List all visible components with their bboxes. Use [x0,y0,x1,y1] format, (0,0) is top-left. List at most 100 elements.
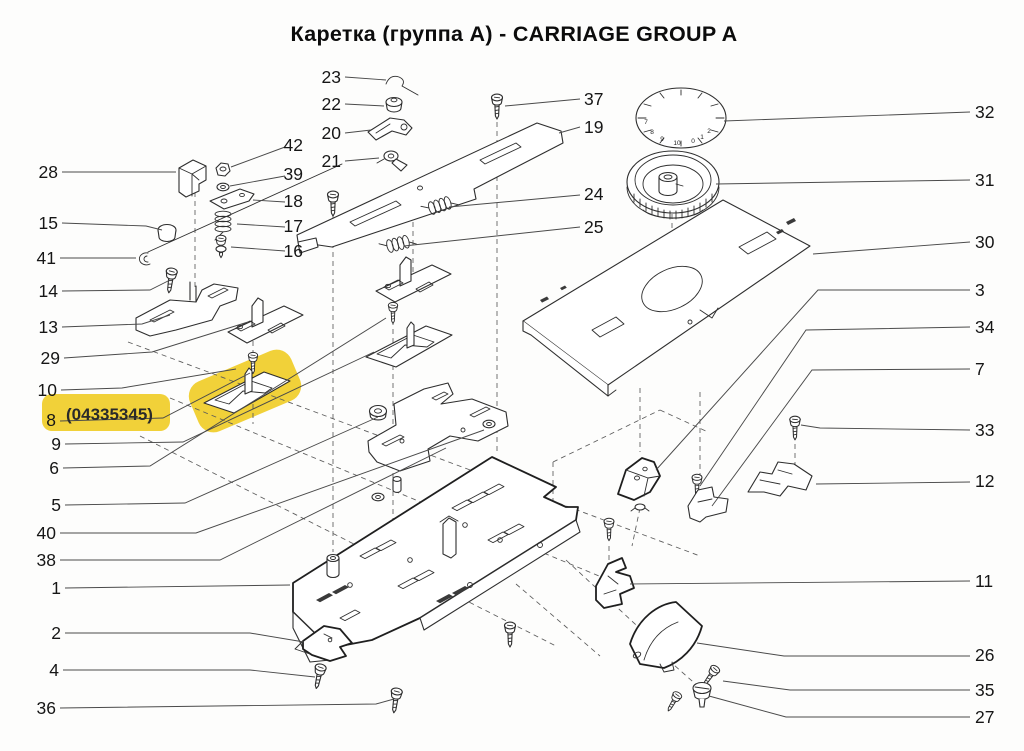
leader-line-9 [64,351,375,445]
callout-11: 11 [975,571,993,591]
part-30-cover [522,199,811,397]
callout-1: 1 [51,578,61,598]
callout-15: 15 [39,213,58,233]
highlighted-part-number: (04335345) [66,405,153,424]
dial-digit-9: 9 [660,136,664,143]
callout-5: 5 [51,495,61,515]
callout-24: 24 [584,184,604,204]
highlighted-label-background [42,394,170,431]
leader-line-38 [60,447,447,561]
leader-line-34 [699,326,971,487]
callout-22: 22 [322,94,341,114]
callout-23: 23 [322,67,341,87]
leader-layer [59,76,971,718]
leader-line-25 [403,226,581,247]
cover-screw [663,689,684,714]
leader-line-10 [60,368,237,391]
callout-42: 42 [284,135,303,155]
part-33-screw [789,415,801,441]
leader-line-14 [61,279,171,292]
part-39-washer [216,182,230,192]
dial-digit-0: 0 [691,138,695,145]
callout-10: 10 [38,380,58,400]
callout-40: 40 [37,523,57,543]
dial-digit-8: 8 [650,129,654,136]
callout-7: 7 [975,359,985,379]
part-21-eyelet [376,150,408,172]
guide-plate-upper [375,256,452,303]
part-19-rail [296,122,564,254]
part-3-wedge [617,457,661,512]
part-2-bracket [294,625,353,662]
callout-3: 3 [975,280,985,300]
part-16-stud [215,234,227,259]
leader-line-37 [504,98,581,107]
leader-line-35 [722,680,970,691]
leader-line-23 [344,76,387,81]
callout-14: 14 [39,281,59,301]
part-42-nut [215,162,231,177]
callout-32: 32 [975,102,994,122]
callout-18: 18 [284,191,303,211]
leader-line-6 [62,317,387,469]
part-28-block [178,159,207,198]
callout-41: 41 [37,248,56,268]
part-12-bracket [747,461,813,497]
callout-17: 17 [284,216,303,236]
leader-line-22 [344,103,385,107]
part-6-screw [387,301,399,325]
leader-line-26 [696,642,970,657]
leader-line-18 [252,199,286,203]
callout-13: 13 [39,317,58,337]
callout-26: 26 [975,645,994,665]
part-20-lever [367,117,413,141]
part-18-plate [209,188,255,210]
part-5-grommet [368,404,388,421]
leader-line-8 [59,372,251,422]
part-27-thumbscrew [692,681,712,708]
part-31-drum [626,150,720,220]
callout-21: 21 [322,151,341,171]
leader-line-36 [59,698,395,709]
center-screw [503,621,517,648]
part-26-cover [629,601,703,673]
leader-line-17 [236,223,286,228]
washer-lower [371,492,385,502]
leader-line-1 [64,584,291,589]
leader-line-12 [815,481,971,485]
callout-31: 31 [975,170,994,190]
leader-line-24 [448,194,581,208]
part-41-clip [138,252,151,266]
leader-line-7 [711,368,971,507]
parts-layer [135,75,813,715]
leader-line-16 [230,246,286,252]
callout-layer: 2815411413291089654038124362322202142391… [37,67,995,727]
leader-line-20 [344,129,372,134]
callout-36: 36 [37,698,56,718]
bracket-11-screw [603,517,615,542]
dial-digit-7: 7 [644,119,648,126]
leader-line-32 [723,111,971,122]
callout-20: 20 [322,123,342,143]
part-25-spring [378,232,418,256]
leader-line-19 [558,126,581,134]
part-32-dial [635,87,727,149]
part-14-screw [162,266,179,295]
leader-line-31 [715,179,971,185]
callout-33: 33 [975,420,994,440]
part-23-wire-clip [385,75,419,96]
part-4-screw [310,662,328,691]
callout-6: 6 [49,458,59,478]
part-11-bracket [595,557,635,609]
callout-35: 35 [975,680,994,700]
callout-28: 28 [39,162,58,182]
leader-line-2 [65,632,305,643]
plate-stud [326,553,340,579]
leader-line-42 [230,146,286,168]
callout-9: 9 [51,434,61,454]
part-37-screw [490,93,504,120]
callout-38: 38 [37,550,56,570]
callout-39: 39 [284,164,303,184]
